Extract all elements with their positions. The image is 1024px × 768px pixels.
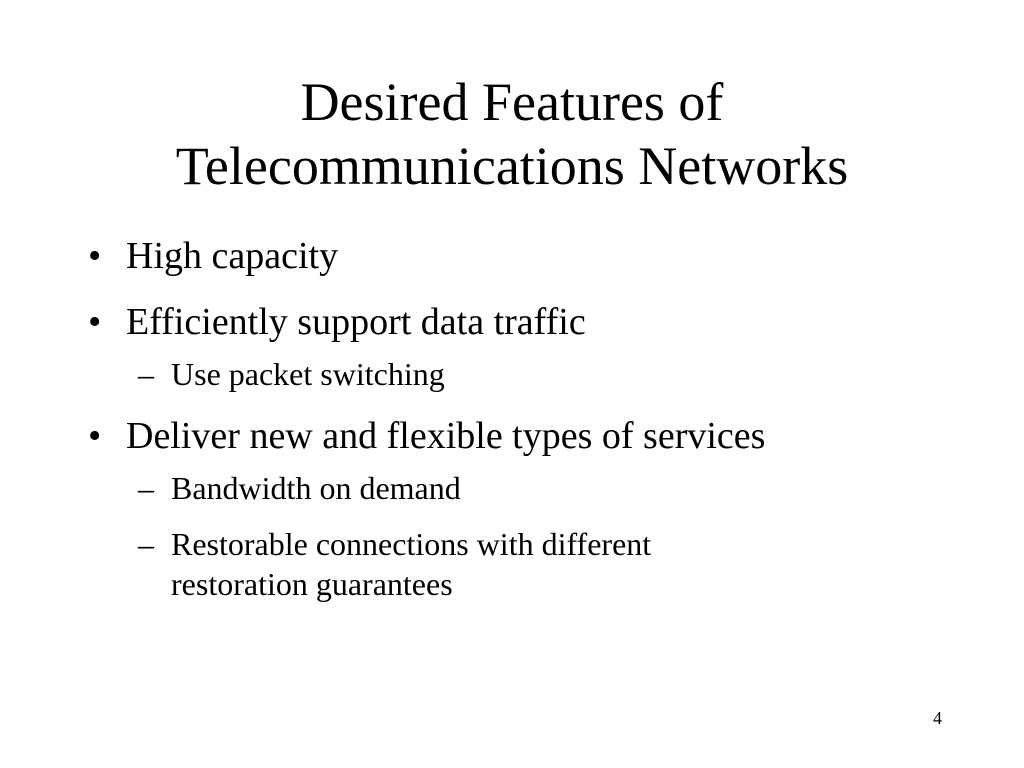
sub-bullet-text: Restorable connections with different re…	[171, 526, 652, 602]
bullet-item-services: • Deliver new and flexible types of serv…	[88, 412, 968, 460]
sub-bullet-text: Bandwidth on demand	[171, 470, 461, 506]
bullet-marker: •	[88, 415, 102, 457]
bullet-marker: •	[88, 301, 102, 343]
bullet-item-data-traffic: • Efficiently support data traffic	[88, 298, 968, 346]
bullet-marker: •	[88, 235, 102, 277]
sub-bullet-item-packet-switching: – Use packet switching	[88, 354, 791, 394]
sub-bullet-marker: –	[138, 470, 154, 506]
bullet-text: Deliver new and flexible types of servic…	[126, 415, 766, 457]
sub-bullet-marker: –	[138, 526, 154, 562]
bullet-text: High capacity	[126, 235, 339, 277]
sub-bullet-list: – Use packet switching	[88, 354, 968, 394]
slide-title-line-1: Desired Features of	[300, 72, 724, 132]
sub-bullet-item-bandwidth: – Bandwidth on demand	[88, 468, 791, 508]
sub-bullet-list: – Bandwidth on demand – Restorable conne…	[88, 468, 968, 604]
bullet-text: Efficiently support data traffic	[126, 301, 586, 343]
sub-bullet-text: Use packet switching	[171, 356, 445, 392]
bullet-list: • High capacity • Efficiently support da…	[88, 232, 968, 622]
sub-bullet-marker: –	[138, 356, 154, 392]
bullet-item-high-capacity: • High capacity	[88, 232, 968, 280]
page-number: 4	[933, 708, 942, 728]
sub-bullet-item-restorable-connections: – Restorable connections with different …	[88, 524, 791, 604]
slide-title: Desired Features of Telecommunications N…	[0, 70, 1024, 198]
slide-title-line-2: Telecommunications Networks	[175, 136, 849, 196]
